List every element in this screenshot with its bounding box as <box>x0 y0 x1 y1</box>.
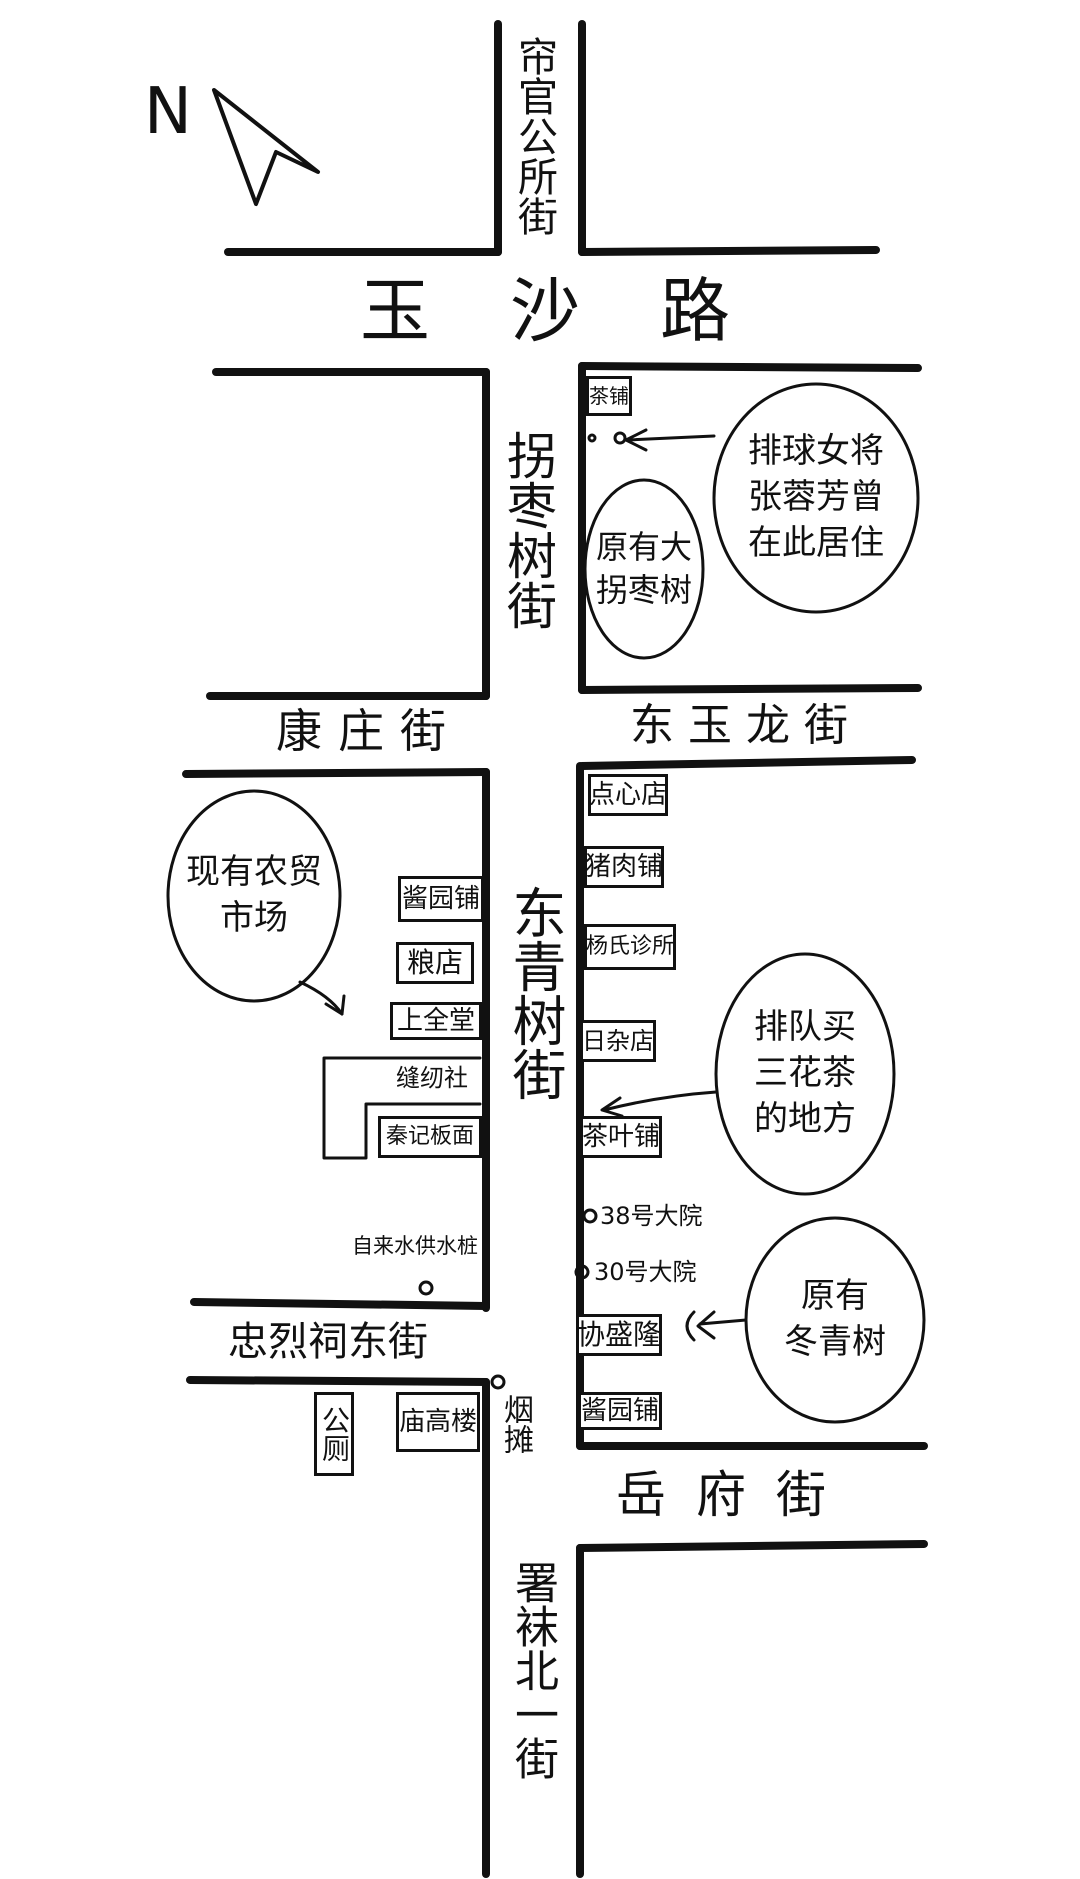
street-label-kangzhuang: 康庄街 <box>276 704 462 758</box>
yusha-road-north-edge-east <box>578 246 880 256</box>
tobacco-stall-marker <box>490 1374 506 1390</box>
arrowhead-icon <box>696 1310 716 1340</box>
arrowhead-icon <box>324 994 346 1016</box>
note-line: 三花茶 <box>754 1053 856 1094</box>
note-market-bubble <box>166 789 342 1003</box>
shop-shangquantang: 上全堂 <box>390 1002 482 1040</box>
shop-miaogaolou: 庙高楼 <box>396 1392 480 1452</box>
arrow-holly-to-xieshenglong <box>698 1318 748 1326</box>
tea-shop-doorway-dot <box>587 433 597 443</box>
note-line: 现有农贸 <box>186 852 322 893</box>
shop-dianxin: 点心店 <box>588 774 668 816</box>
courtyard-30-marker <box>574 1264 590 1280</box>
arrow-tea-queue-to-tea-leaf-shop <box>602 1090 718 1112</box>
shop-fengren: 缝纫社 <box>396 1064 468 1092</box>
shop-jiangyuan-west: 酱园铺 <box>398 876 484 922</box>
tailor-shop-outline <box>322 1056 482 1160</box>
street-label-lianguan: 帘官公所街 <box>511 36 557 236</box>
dongyulong-street-south-edge <box>578 756 916 770</box>
note-holly: 原有 冬青树 <box>746 1218 924 1422</box>
street-label-zhonglieci: 忠烈祠东街 <box>228 1319 428 1365</box>
tea-shop-marker-circle <box>613 431 627 445</box>
shop-tea-leaf: 茶叶铺 <box>580 1116 662 1158</box>
note-volleyball: 排球女将 张蓉芳曾 在此居住 <box>714 384 918 612</box>
tobacco-stall-label: 烟摊 <box>498 1394 533 1454</box>
courtyard-30-label: 30号大院 <box>594 1258 697 1286</box>
courtyard-38-label: 38号大院 <box>600 1202 703 1230</box>
street-label-shuwa: 署袜北一街 <box>507 1560 558 1780</box>
note-line: 在此居住 <box>748 522 884 563</box>
street-label-yusha: 玉沙路 <box>360 270 810 352</box>
kangzhuang-street-south-edge <box>182 768 490 778</box>
yusha-road-south-edge-east <box>578 362 922 372</box>
shop-liangdian: 粮店 <box>396 942 474 984</box>
water-tap-label: 自来水供水桩 <box>352 1234 478 1258</box>
shop-tea-house: 茶铺 <box>586 376 632 416</box>
dongyulong-street-north-edge <box>578 684 922 694</box>
north-arrow-icon <box>212 88 320 206</box>
note-tea-queue-bubble <box>714 952 896 1196</box>
note-line: 排球女将 <box>748 431 884 472</box>
note-line: 的地方 <box>754 1098 856 1139</box>
street-label-dongyulong: 东玉龙街 <box>630 700 862 751</box>
note-line: 拐枣树 <box>595 571 692 609</box>
yuefu-street-south-edge <box>576 1540 928 1552</box>
water-tap-marker <box>418 1280 434 1296</box>
shop-pork: 猪肉铺 <box>584 846 664 888</box>
note-market: 现有农贸 市场 <box>168 791 340 1001</box>
zhonglieci-street-north-edge <box>190 1298 490 1310</box>
public-toilet: 公厕 <box>314 1392 354 1476</box>
shop-xieshenglong: 协盛隆 <box>576 1314 662 1356</box>
arrowhead-icon <box>624 428 648 452</box>
note-line: 排队买 <box>754 1007 856 1048</box>
note-line: 原有大 <box>595 527 692 566</box>
shop-jiangyuan-east: 酱园铺 <box>578 1392 662 1430</box>
shop-clinic: 杨氏诊所 <box>584 924 676 970</box>
arrowhead-icon <box>600 1096 624 1118</box>
note-old-tree-bubble <box>583 478 705 660</box>
note-line: 张蓉芳曾 <box>748 477 884 518</box>
zhonglieci-street-south-edge <box>186 1376 490 1386</box>
note-tea-queue: 排队买 三花茶 的地方 <box>716 954 894 1194</box>
arrow-volleyball-to-tea-shop <box>626 434 716 442</box>
note-volleyball-bubble <box>712 382 920 614</box>
shop-banmian: 秦记板面 <box>378 1116 482 1158</box>
note-old-tree: 原有大 拐枣树 <box>585 480 703 658</box>
arrow-tail-mark <box>685 1310 696 1342</box>
street-label-guaizaoshu: 拐枣树街 <box>499 430 557 630</box>
courtyard-38-marker <box>582 1208 598 1224</box>
note-line: 市场 <box>220 898 288 938</box>
note-line: 冬青树 <box>784 1322 886 1362</box>
north-label: N <box>144 75 192 149</box>
street-label-dongqingshu: 东青树街 <box>503 885 566 1101</box>
shop-grocery: 日杂店 <box>580 1020 656 1062</box>
street-label-yuefu: 岳府街 <box>616 1466 856 1524</box>
note-line: 原有 <box>801 1276 869 1317</box>
